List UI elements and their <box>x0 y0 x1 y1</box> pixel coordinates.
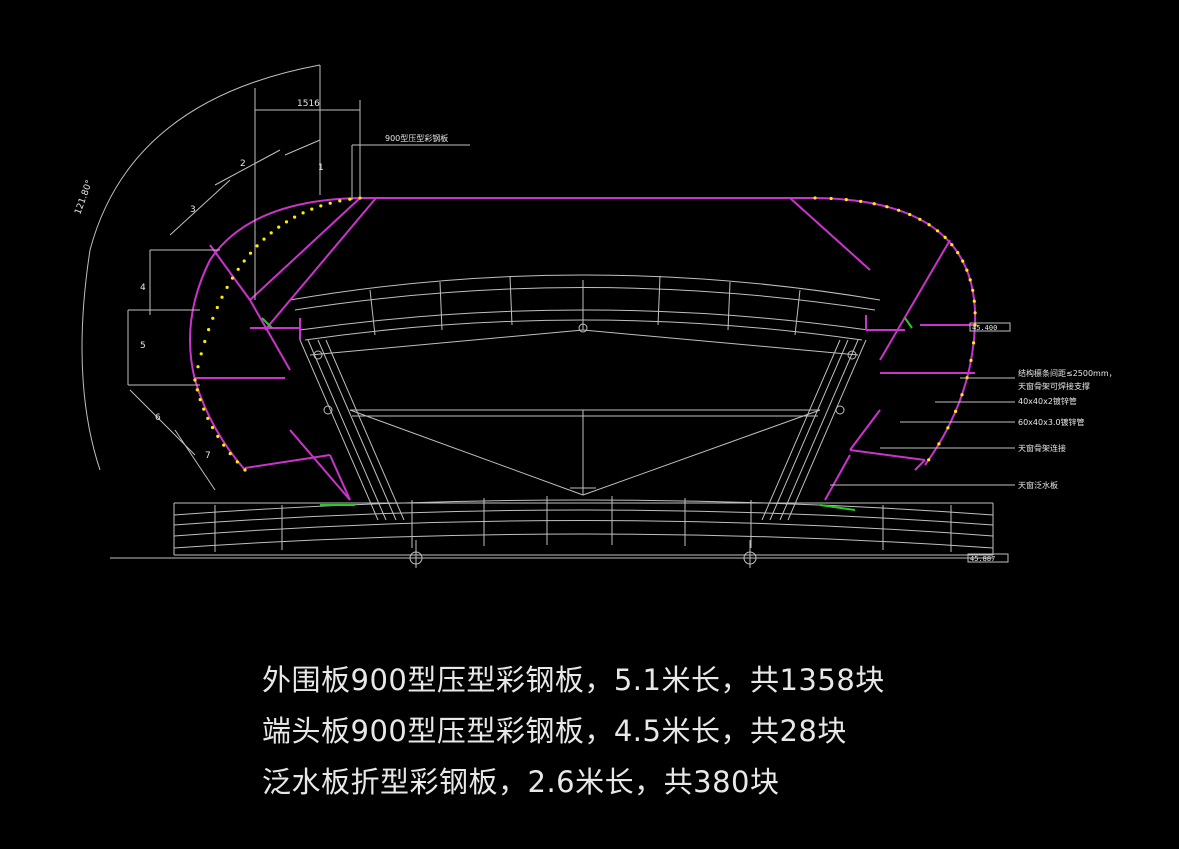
note-flashing-panels: 泛水板折型彩钢板，2.6米长，共380块 <box>262 765 780 799</box>
bolt-marker <box>954 409 958 413</box>
bolt-marker <box>943 235 947 239</box>
dim-seg-7: 7 <box>205 451 211 461</box>
bolt-marker <box>971 288 975 292</box>
bolt-marker <box>222 443 226 447</box>
bolt-marker <box>937 442 941 446</box>
note-outer-panels: 外围板900型压型彩钢板，5.1米长，共1358块 <box>262 663 885 697</box>
dim-top-width: 1516 <box>297 99 320 109</box>
bolt-marker <box>193 378 197 382</box>
bolt-marker <box>225 285 229 289</box>
bolt-marker <box>195 388 199 392</box>
bolt-marker <box>216 434 220 438</box>
dim-seg-6: 6 <box>155 413 161 423</box>
bolt-marker <box>248 251 253 255</box>
bolt-marker <box>242 259 246 263</box>
callout-tube-40: 40x40x2镀锌管 <box>1018 396 1077 406</box>
dim-seg-4: 4 <box>140 283 146 293</box>
bolt-marker <box>262 237 266 241</box>
bolt-marker <box>301 211 305 215</box>
slanted-legs <box>299 323 867 521</box>
dim-seg-5: 5 <box>140 341 146 351</box>
bolt-marker <box>844 198 848 202</box>
bolt-marker <box>199 352 203 356</box>
callout-purlin-b: 天窗骨架可焊接支撑 <box>1018 381 1090 391</box>
bolt-marker <box>973 311 977 315</box>
bolt-marker <box>969 358 973 362</box>
dimension-text: 1516 121.80° 1 2 3 4 5 6 7 <box>73 99 323 461</box>
quantity-notes: 外围板900型压型彩钢板，5.1米长，共1358块 端头板900型压型彩钢板，4… <box>262 655 885 808</box>
flashing-green <box>261 317 913 511</box>
bolt-marker <box>348 197 352 201</box>
callout-purlin: 结构檩条间距≤2500mm， <box>1018 368 1117 378</box>
bolt-marker <box>203 339 207 344</box>
bolt-marker <box>885 205 889 209</box>
base-supports <box>409 540 757 568</box>
bolt-marker <box>968 278 972 282</box>
bolt-marker <box>207 328 211 332</box>
callout-tube-60: 60x40x3.0镀锌管 <box>1018 417 1085 427</box>
bolt-marker <box>328 201 332 205</box>
label-panel-type: 900型压型彩钢板 <box>385 133 448 143</box>
label-elev-upper: 45.400 <box>972 324 997 332</box>
bolt-marker <box>946 426 950 430</box>
bolt-marker <box>277 225 281 229</box>
bolt-marker <box>196 365 200 369</box>
dim-seg-1: 1 <box>318 163 324 173</box>
bolt-marker <box>935 229 940 233</box>
bolt-marker <box>965 268 969 272</box>
base-beam <box>110 499 994 559</box>
bolt-marker <box>236 267 240 271</box>
callout-leaders <box>380 144 1015 563</box>
bolt-marker <box>872 202 876 206</box>
bolt-marker <box>215 305 219 310</box>
bolt-marker <box>897 208 901 212</box>
inner-frame <box>349 409 821 496</box>
base-posts <box>214 496 952 552</box>
bolt-marker <box>972 341 976 345</box>
bolt-marker <box>269 231 273 235</box>
bolt-marker <box>220 295 224 299</box>
bolt-marker <box>918 217 922 221</box>
bolt-marker <box>210 425 215 430</box>
bolt-marker <box>960 393 964 397</box>
bolt-marker <box>319 204 323 208</box>
dim-seg-3: 3 <box>190 205 196 215</box>
arch-truss <box>289 274 881 356</box>
bolt-marker <box>202 407 206 411</box>
bolt-markers <box>193 196 977 472</box>
bolt-marker <box>284 220 289 224</box>
bolt-marker <box>961 259 965 263</box>
callout-text: 900型压型彩钢板 45.400 45.887 结构檩条间距≤2500mm， 天… <box>385 133 1117 563</box>
bolt-marker <box>908 212 912 217</box>
dim-arc-angle: 121.80° <box>73 179 95 216</box>
bolt-marker <box>230 276 235 280</box>
outer-envelope <box>189 197 977 501</box>
bolt-marker <box>950 243 954 247</box>
note-end-panels: 端头板900型压型彩钢板，4.5米长，共28块 <box>262 714 847 748</box>
bolt-marker <box>338 199 342 203</box>
bolt-marker <box>255 244 259 248</box>
bolt-marker <box>973 323 977 327</box>
bolt-marker <box>228 452 232 456</box>
bolt-marker <box>198 398 202 402</box>
bolt-marker <box>829 196 833 201</box>
bolt-marker <box>211 316 215 320</box>
bolt-marker <box>235 460 239 464</box>
bolt-marker <box>927 223 931 227</box>
bolt-marker <box>310 207 314 211</box>
dimension-lines <box>81 64 380 491</box>
bolt-marker <box>813 196 817 200</box>
bolt-marker <box>243 468 247 472</box>
callout-skylight-conn: 天窗骨架连接 <box>1018 443 1066 453</box>
bolt-marker <box>293 215 297 219</box>
bolt-marker <box>956 251 960 255</box>
bolt-marker <box>927 458 931 462</box>
callout-skylight-flash: 天窗泛水板 <box>1018 480 1058 490</box>
bolt-marker <box>972 299 976 303</box>
label-elev-lower: 45.887 <box>970 555 995 563</box>
bolt-marker <box>206 416 210 420</box>
bolt-marker <box>859 199 863 203</box>
dim-seg-2: 2 <box>240 159 246 169</box>
